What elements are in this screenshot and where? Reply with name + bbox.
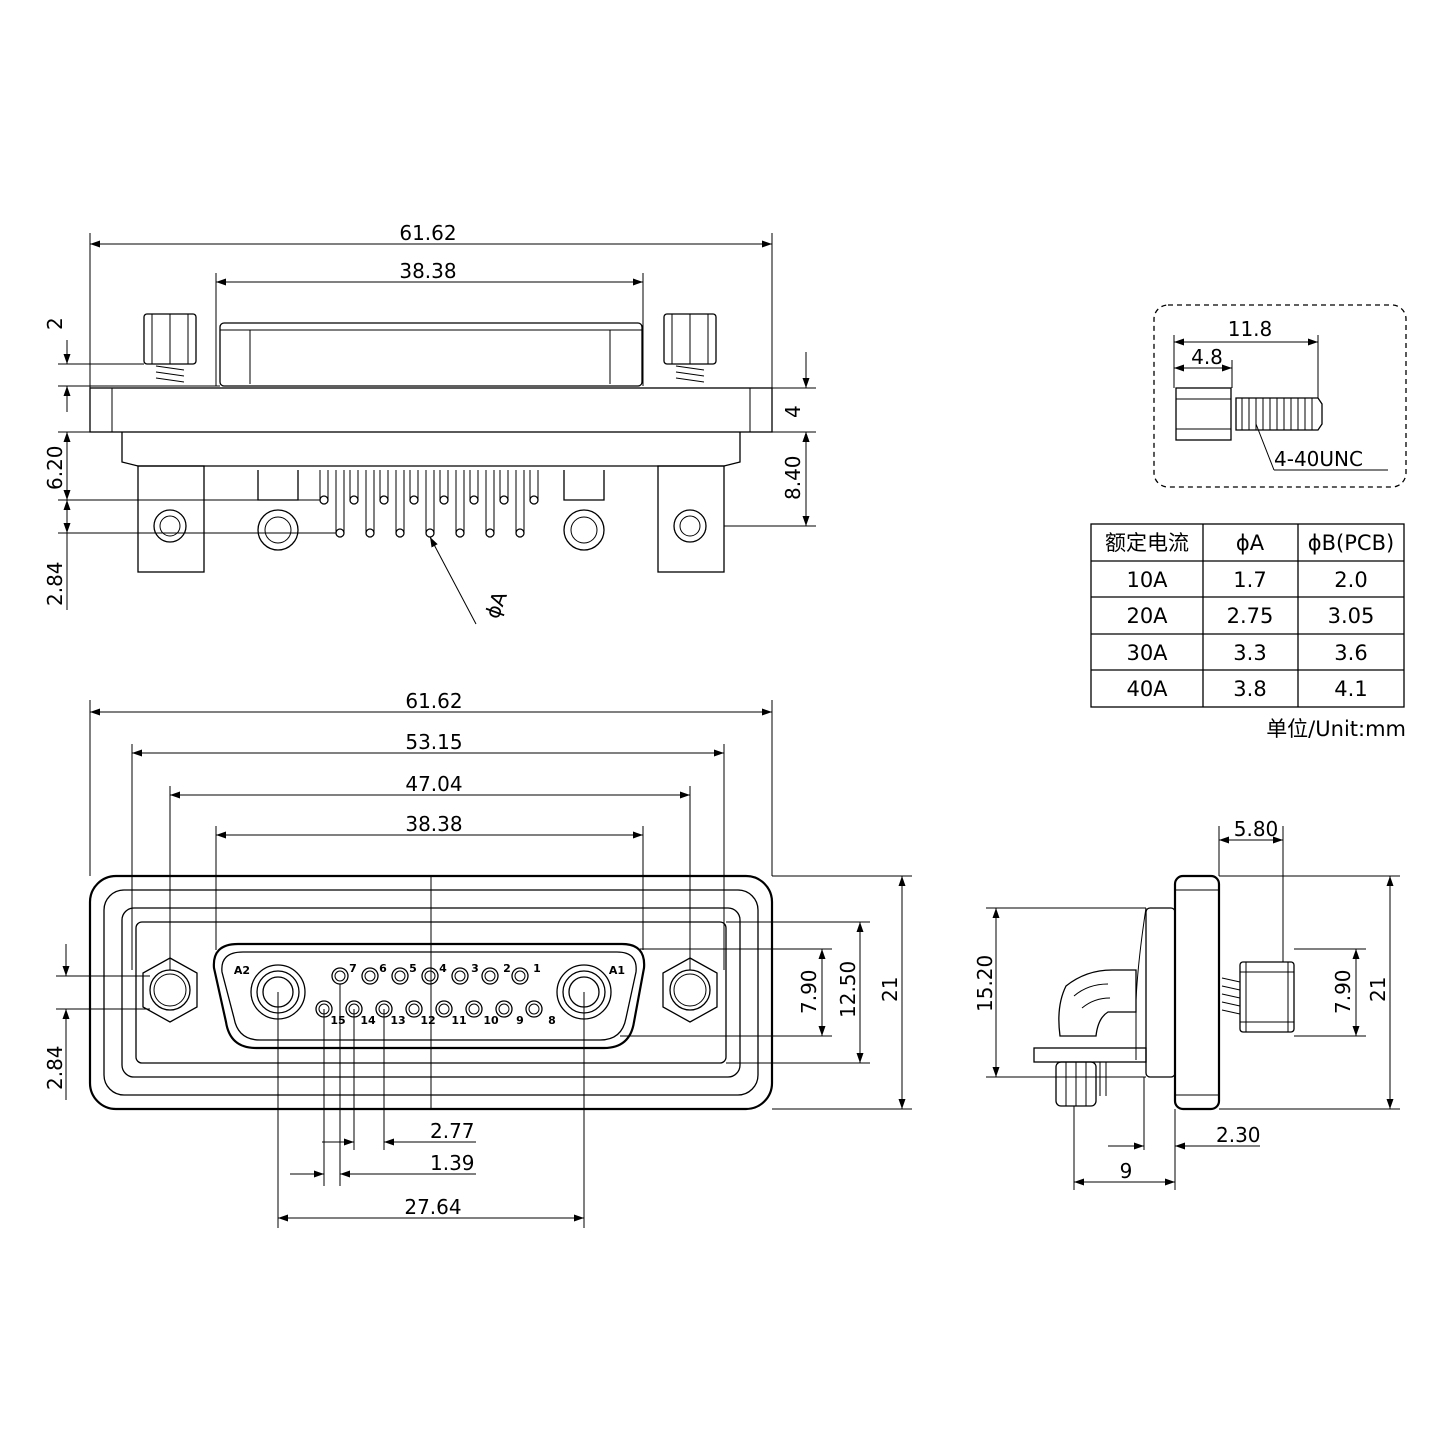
pin-diameter-label: ϕA xyxy=(480,588,512,622)
mount-spacing-dim: 53.15 xyxy=(405,730,462,754)
pin-label-a2: A2 xyxy=(234,964,250,977)
table-cell: 20A xyxy=(1126,604,1168,628)
thread-label: 4-40UNC xyxy=(1274,447,1363,471)
top-shell-dim: 38.38 xyxy=(399,259,456,283)
front-pins-top xyxy=(331,967,529,985)
pin-label: 4 xyxy=(439,962,447,975)
pin-label: 14 xyxy=(360,1014,376,1027)
screw-length-dim: 11.8 xyxy=(1228,317,1273,341)
table-cell: 40A xyxy=(1126,677,1168,701)
pin-offset-dim: 6.20 xyxy=(43,445,67,490)
row-offset-dim: 1.39 xyxy=(430,1151,475,1175)
pin-label-a1: A1 xyxy=(609,964,625,977)
body-depth-dim: 8.40 xyxy=(781,455,805,500)
table-cell: 2.75 xyxy=(1227,604,1274,628)
front-height-dim: 21 xyxy=(878,977,902,1002)
pin-label: 15 xyxy=(330,1014,345,1027)
inner-width-dim: 47.04 xyxy=(405,772,462,796)
table-cell: 30A xyxy=(1126,641,1168,665)
pin-label: 13 xyxy=(390,1014,405,1027)
table-cell: 2.0 xyxy=(1334,568,1367,592)
front-shell-dim: 38.38 xyxy=(405,812,462,836)
coax-spacing-dim: 27.64 xyxy=(404,1195,461,1219)
top-mount-offset-dim: 2.84 xyxy=(43,561,67,606)
shell-height-dim: 12.50 xyxy=(836,961,860,1018)
table-header-current: 额定电流 xyxy=(1105,531,1189,555)
pin-label: 1 xyxy=(533,962,541,975)
front-view: 61.62 53.15 47.04 38.38 xyxy=(43,689,912,1228)
table-cell: 1.7 xyxy=(1233,568,1266,592)
rating-table: 额定电流 ϕA ϕB(PCB) 10A 1.7 2.0 20A 2.75 3.0… xyxy=(1090,523,1406,741)
table-cell: 3.8 xyxy=(1233,677,1266,701)
pin-label: 5 xyxy=(409,962,417,975)
side-depth-dim: 9 xyxy=(1120,1159,1133,1183)
front-row-spacing-dim: 7.90 xyxy=(797,969,821,1014)
top-view: 61.62 38.38 xyxy=(43,221,816,625)
pin-pitch-dim: 2.77 xyxy=(430,1119,475,1143)
table-cell: 4.1 xyxy=(1334,677,1367,701)
side-height-dim: 21 xyxy=(1366,977,1390,1002)
unit-note: 单位/Unit:mm xyxy=(1266,717,1406,741)
flange-offset-dim: 2.30 xyxy=(1216,1123,1261,1147)
front-mount-offset-dim: 2.84 xyxy=(43,1045,67,1090)
table-cell: 3.6 xyxy=(1334,641,1367,665)
top-width-dim: 61.62 xyxy=(399,221,456,245)
flange-thickness-dim: 4 xyxy=(781,405,805,418)
table-cell: 10A xyxy=(1126,568,1168,592)
screw-height-dim: 2 xyxy=(43,317,67,330)
hex-length-dim: 4.8 xyxy=(1191,345,1223,369)
table-header-pcb-hole: ϕB(PCB) xyxy=(1308,531,1394,555)
pin-label: 2 xyxy=(503,962,511,975)
pin-label: 12 xyxy=(420,1014,435,1027)
pin-label: 3 xyxy=(471,962,479,975)
side-row-spacing-dim: 7.90 xyxy=(1331,969,1355,1014)
pin-label: 9 xyxy=(516,1014,524,1027)
side-screw-dim: 5.80 xyxy=(1234,817,1279,841)
front-width-dim: 61.62 xyxy=(405,689,462,713)
pin-label: 8 xyxy=(548,1014,556,1027)
table-header-pin-diameter: ϕA xyxy=(1236,531,1265,555)
table-cell: 3.05 xyxy=(1328,604,1375,628)
pin-label: 7 xyxy=(349,962,357,975)
body-height-dim: 15.20 xyxy=(973,955,997,1012)
pin-label: 6 xyxy=(379,962,387,975)
top-pins xyxy=(319,470,539,538)
pin-label: 10 xyxy=(483,1014,499,1027)
pin-label: 11 xyxy=(451,1014,466,1027)
side-view: 5.80 15.20 7.90 21 2.30 9 xyxy=(973,817,1400,1190)
screw-detail: 11.8 4.8 4-40UNC xyxy=(1153,304,1407,488)
table-cell: 3.3 xyxy=(1233,641,1266,665)
